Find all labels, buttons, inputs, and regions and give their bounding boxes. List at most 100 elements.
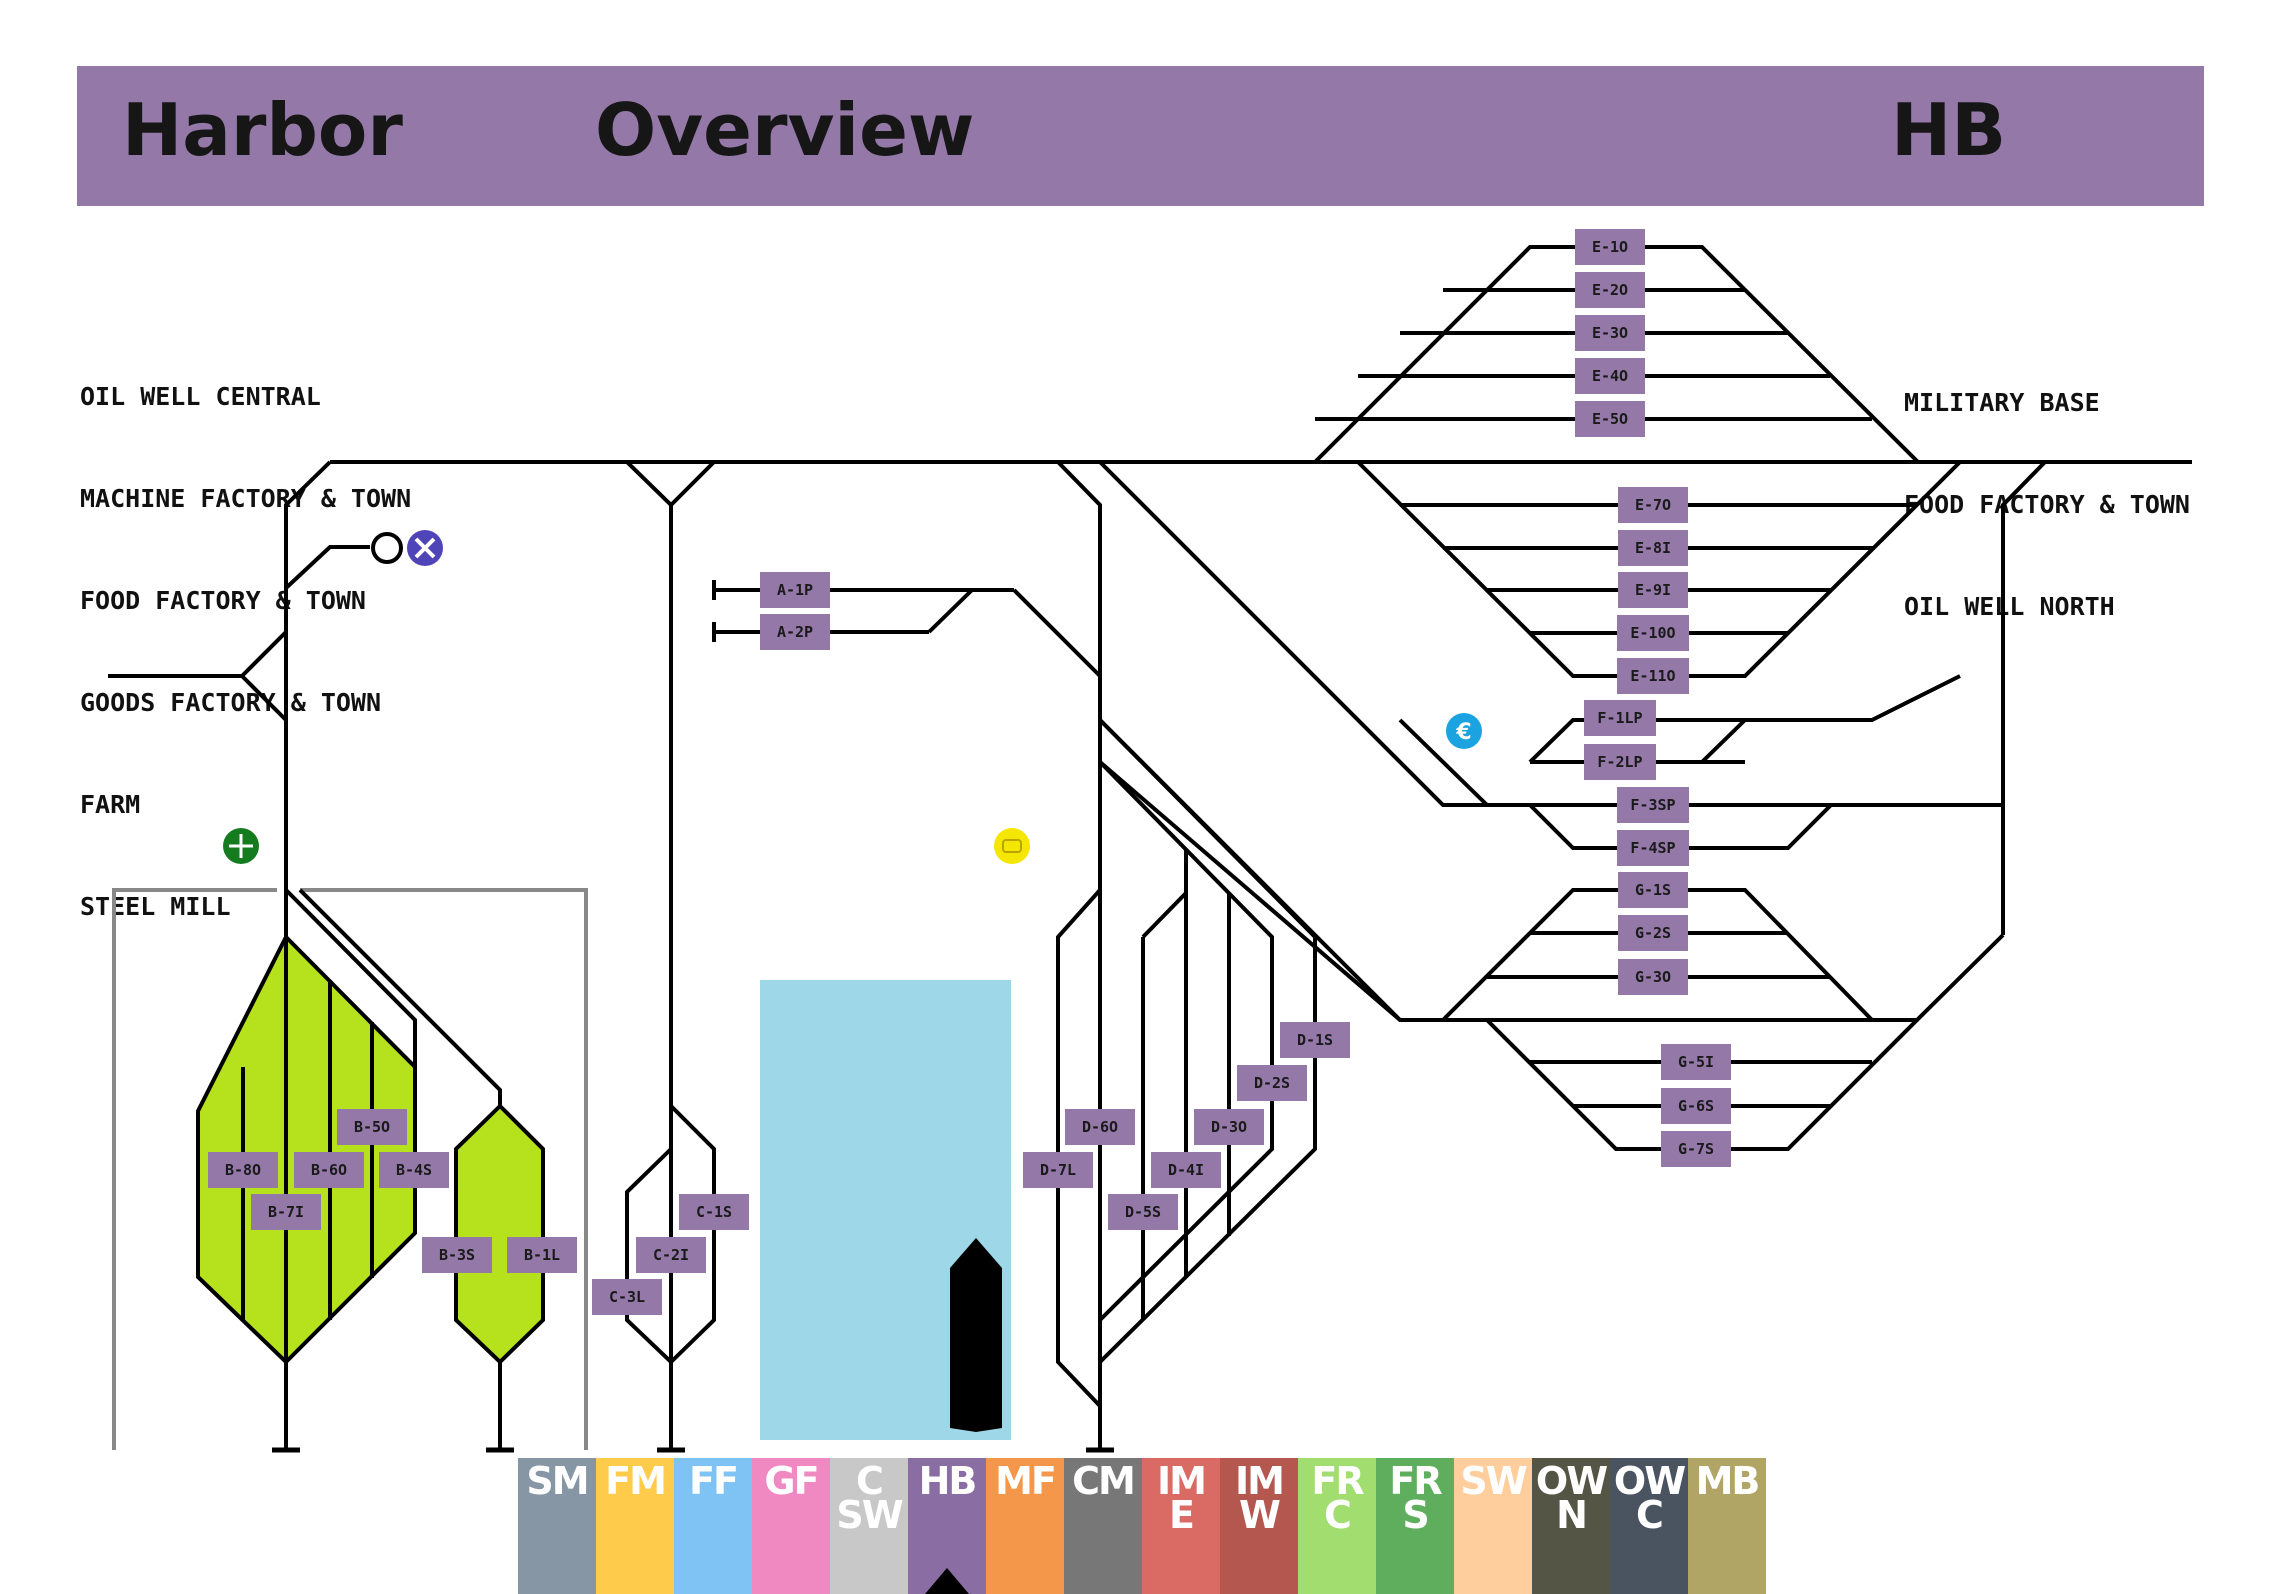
tab-mf[interactable]: MF [986, 1458, 1064, 1594]
track-label-e-9i[interactable]: E-9I [1618, 572, 1688, 608]
track-label-g-7s[interactable]: G-7S [1661, 1131, 1731, 1167]
track-label-c-3l[interactable]: C-3L [592, 1279, 662, 1315]
track-label-e-7o[interactable]: E-7O [1618, 487, 1688, 523]
tab-label: OW N [1535, 1459, 1608, 1537]
track-label-g-2s[interactable]: G-2S [1618, 915, 1688, 951]
tab-owc[interactable]: OW C [1610, 1458, 1688, 1594]
destination-label: OIL WELL CENTRAL [80, 382, 321, 411]
yard-boundary [112, 888, 588, 1450]
tab-sm[interactable]: SM [518, 1458, 596, 1594]
destination-label: FOOD FACTORY & TOWN [80, 586, 366, 615]
track-label-text: E-4O [1592, 367, 1628, 385]
track-label-text: B-5O [354, 1118, 390, 1136]
tab-label: FR S [1389, 1459, 1442, 1537]
destination-label: FOOD FACTORY & TOWN [1904, 490, 2190, 519]
track-label-f-2lp[interactable]: F-2LP [1584, 744, 1656, 780]
track-label-a-2p[interactable]: A-2P [760, 614, 830, 650]
track-label-f-1lp[interactable]: F-1LP [1584, 700, 1656, 736]
tab-frc[interactable]: FR C [1298, 1458, 1376, 1594]
track-label-text: B-1L [524, 1246, 560, 1264]
track-label-e-5o[interactable]: E-5O [1575, 401, 1645, 437]
track-label-g-3o[interactable]: G-3O [1618, 959, 1688, 995]
track-label-b-6o[interactable]: B-6O [294, 1152, 364, 1188]
track-label-e-11o[interactable]: E-11O [1617, 658, 1689, 694]
tab-label: IM E [1157, 1459, 1207, 1537]
track-label-text: E-11O [1630, 667, 1675, 685]
track-label-d-3o[interactable]: D-3O [1194, 1109, 1264, 1145]
title-harbor: Harbor [122, 88, 403, 172]
track-label-text: B-6O [311, 1161, 347, 1179]
track-label-text: B-4S [396, 1161, 432, 1179]
phone-icon[interactable] [994, 828, 1030, 864]
track-label-d-2s[interactable]: D-2S [1237, 1065, 1307, 1101]
track-label-e-10o[interactable]: E-10O [1617, 615, 1689, 651]
track-label-c-2i[interactable]: C-2I [636, 1237, 706, 1273]
destinations-west: OIL WELL CENTRAL MACHINE FACTORY & TOWN … [80, 312, 411, 958]
track-label-text: G-7S [1678, 1140, 1714, 1158]
tab-mb[interactable]: MB [1688, 1458, 1766, 1594]
track-label-text: D-5S [1125, 1203, 1161, 1221]
active-tab-marker [925, 1568, 969, 1594]
track-label-a-1p[interactable]: A-1P [760, 572, 830, 608]
track-label-e-8i[interactable]: E-8I [1618, 530, 1688, 566]
tab-imw[interactable]: IM W [1220, 1458, 1298, 1594]
track-label-text: G-6S [1678, 1097, 1714, 1115]
fuel-icon[interactable] [223, 828, 259, 864]
track-label-g-1s[interactable]: G-1S [1618, 872, 1688, 908]
tab-own[interactable]: OW N [1532, 1458, 1610, 1594]
destination-label: MILITARY BASE [1904, 388, 2100, 417]
track-label-e-4o[interactable]: E-4O [1575, 358, 1645, 394]
track-label-d-5s[interactable]: D-5S [1108, 1194, 1178, 1230]
tab-sw[interactable]: SW [1454, 1458, 1532, 1594]
track-label-g-5i[interactable]: G-5I [1661, 1044, 1731, 1080]
track-label-text: B-3S [439, 1246, 475, 1264]
track-label-b-3s[interactable]: B-3S [422, 1237, 492, 1273]
track-label-text: G-5I [1678, 1053, 1714, 1071]
track-label-b-4s[interactable]: B-4S [379, 1152, 449, 1188]
tab-label: FF [689, 1459, 739, 1503]
track-label-e-3o[interactable]: E-3O [1575, 315, 1645, 351]
tab-gf[interactable]: GF [752, 1458, 830, 1594]
tab-label: OW C [1613, 1459, 1686, 1537]
track-label-f-4sp[interactable]: F-4SP [1617, 830, 1689, 866]
tab-hb[interactable]: HB [908, 1458, 986, 1594]
track-label-d-6o[interactable]: D-6O [1065, 1109, 1135, 1145]
track-label-text: G-1S [1635, 881, 1671, 899]
destinations-east: MILITARY BASE FOOD FACTORY & TOWN OIL WE… [1904, 318, 2190, 658]
track-label-f-3sp[interactable]: F-3SP [1617, 787, 1689, 823]
tab-label: FM [605, 1459, 667, 1503]
tab-fm[interactable]: FM [596, 1458, 674, 1594]
track-label-text: B-7I [268, 1203, 304, 1221]
tab-ff[interactable]: FF [674, 1458, 752, 1594]
track-label-c-1s[interactable]: C-1S [679, 1194, 749, 1230]
track-label-text: G-3O [1635, 968, 1671, 986]
yard-b-small [454, 1103, 545, 1365]
tab-frs[interactable]: FR S [1376, 1458, 1454, 1594]
track-label-b-8o[interactable]: B-8O [208, 1152, 278, 1188]
track-label-e-1o[interactable]: E-1O [1575, 229, 1645, 265]
track-label-d-1s[interactable]: D-1S [1280, 1022, 1350, 1058]
track-label-d-4i[interactable]: D-4I [1151, 1152, 1221, 1188]
track-label-text: D-7L [1040, 1161, 1076, 1179]
track-labels: A-1P A-2P B-8O B-7I B-6O B-5O B-4S B-3S B-1L C-1S… [208, 229, 1731, 1315]
track-label-text: E-3O [1592, 324, 1628, 342]
track-label-b-7i[interactable]: B-7I [251, 1194, 321, 1230]
track-label-e-2o[interactable]: E-2O [1575, 272, 1645, 308]
track-label-b-1l[interactable]: B-1L [507, 1237, 577, 1273]
track-label-d-7l[interactable]: D-7L [1023, 1152, 1093, 1188]
track-label-b-5o[interactable]: B-5O [337, 1109, 407, 1145]
tab-label: MB [1695, 1459, 1761, 1503]
signal-circle [371, 532, 403, 564]
maintenance-icon[interactable] [407, 530, 443, 566]
tab-csw[interactable]: C SW [830, 1458, 908, 1594]
track-label-text: D-1S [1297, 1031, 1333, 1049]
euro-icon[interactable]: € [1446, 713, 1482, 749]
track-label-g-6s[interactable]: G-6S [1661, 1088, 1731, 1124]
tab-ime[interactable]: IM E [1142, 1458, 1220, 1594]
track-label-text: F-4SP [1630, 839, 1675, 857]
tab-label: SM [526, 1459, 589, 1503]
tab-cm[interactable]: CM [1064, 1458, 1142, 1594]
track-label-text: D-3O [1211, 1118, 1247, 1136]
tab-label: FR C [1311, 1459, 1364, 1537]
